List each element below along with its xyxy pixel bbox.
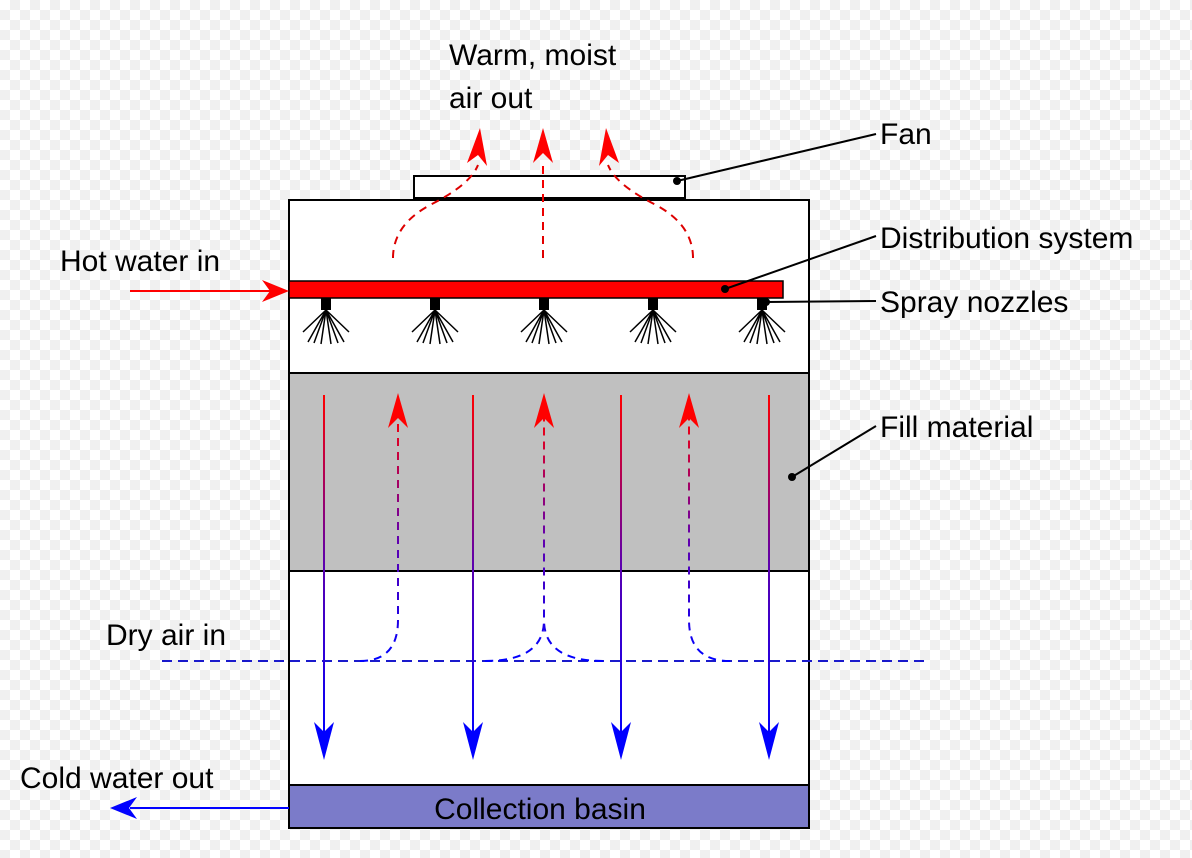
fan-block (413, 175, 686, 199)
spray-nozzle (629, 298, 677, 345)
spray-nozzle (520, 298, 568, 345)
spray-nozzles-label: Spray nozzles (880, 286, 1068, 319)
fill-material-leader (788, 425, 877, 481)
air-flow-path (484, 393, 604, 662)
distribution-pipe (288, 280, 784, 299)
fill-material-label: Fill material (880, 411, 1033, 444)
fill-material-block (288, 372, 810, 572)
water-flow-arrow (314, 395, 334, 760)
warm-air-label-line1: Warm, moist (449, 39, 617, 72)
air-flow-path (359, 393, 408, 662)
fan-leader (673, 133, 877, 185)
spray-nozzle (738, 298, 786, 345)
warm-air-out-arrow (533, 128, 553, 258)
dry-air-in-label: Dry air in (106, 619, 226, 652)
collection-basin-block (288, 784, 810, 829)
fan-label: Fan (880, 118, 932, 151)
collection-basin-label: Collection basin (434, 793, 646, 826)
water-flow-arrow (759, 395, 779, 760)
warm-air-out-arrow (392, 128, 487, 259)
air-flow-path (679, 393, 731, 662)
water-flow-arrow (611, 395, 631, 760)
hot-water-in-arrow (130, 280, 289, 302)
cold-water-out-label: Cold water out (20, 762, 214, 795)
distribution-system-label: Distribution system (880, 222, 1133, 255)
hot-water-in-label: Hot water in (60, 245, 220, 278)
spray-nozzle (411, 298, 459, 345)
cold-water-out-arrow (110, 797, 289, 819)
water-flow-arrow (463, 395, 483, 760)
distribution-system-leader (721, 235, 877, 293)
warm-air-out-arrow (599, 128, 694, 259)
spray-nozzle (302, 298, 350, 345)
spray-nozzles-leader (762, 298, 877, 306)
warm-air-label-line2: air out (449, 82, 533, 115)
